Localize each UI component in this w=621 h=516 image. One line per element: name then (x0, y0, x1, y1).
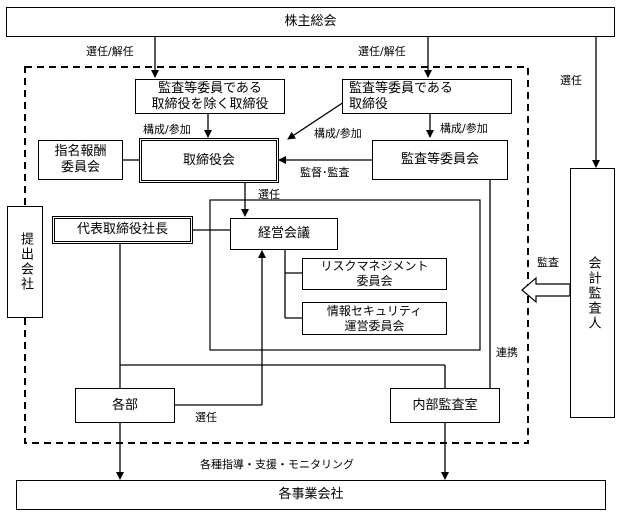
compose-right-label: 構成/参加 (440, 122, 488, 135)
elect-board-label: 選任 (258, 188, 280, 201)
directors-committee-line2: 取締役 (349, 96, 389, 112)
shareholders-meeting-box: 株主総会 (6, 7, 615, 37)
shareholders-label: 株主総会 (284, 14, 337, 29)
disclosure-company-box: 提出会社 (7, 206, 43, 318)
compose-left-label: 構成/参加 (143, 123, 191, 136)
internal-audit-box: 内部監査室 (390, 388, 500, 423)
internal-audit-label: 内部監査室 (412, 397, 478, 413)
accounting-auditor-label: 会計監査人 (585, 255, 601, 331)
elect-auditor-label: 選任 (560, 74, 582, 87)
elect-departments-label: 選任 (195, 411, 217, 424)
accounting-auditor-box: 会計監査人 (570, 168, 615, 418)
audit-hollow-arrow (521, 276, 571, 304)
departments-box: 各部 (75, 388, 175, 423)
group-companies-label: 各事業会社 (278, 487, 344, 502)
elect-dismiss-left-label: 選任/解任 (86, 45, 134, 58)
cooperation-label: 連携 (496, 346, 518, 359)
company-boundary (24, 66, 529, 444)
infosec-committee-line2: 運営委員会 (344, 318, 405, 333)
audit-committee-label: 監査等委員会 (400, 152, 479, 167)
supervise-audit-label: 監督･監査 (300, 166, 350, 179)
nomination-committee-box: 指名報酬 委員会 (38, 140, 123, 180)
nomination-committee-line1: 指名報酬 (54, 144, 107, 159)
risk-management-committee-box: リスクマネジメント 委員会 (302, 258, 447, 290)
board-label: 取締役会 (182, 152, 235, 168)
risk-committee-line1: リスクマネジメント (320, 259, 429, 273)
management-meeting-label: 経営会議 (257, 226, 310, 241)
departments-label: 各部 (111, 397, 138, 413)
president-box: 代表取締役社長 (52, 216, 193, 244)
audit-committee-box: 監査等委員会 (372, 140, 508, 180)
president-label: 代表取締役社長 (76, 222, 168, 237)
elect-dismiss-right-label: 選任/解任 (358, 45, 406, 58)
compose-mid-label: 構成/参加 (314, 127, 362, 140)
directors-committee-box: 監査等委員である 取締役 (342, 79, 512, 114)
infosec-committee-line1: 情報セキュリティ (326, 303, 423, 318)
directors-non-committee-line2: 取締役を除く取締役 (151, 96, 269, 112)
directors-non-committee-line1: 監査等委員である (158, 80, 262, 96)
directors-committee-line1: 監査等委員である (349, 80, 453, 96)
directors-non-committee-box: 監査等委員である 取締役を除く取締役 (135, 79, 285, 114)
nomination-committee-line2: 委員会 (60, 160, 100, 175)
group-companies-box: 各事業会社 (16, 480, 606, 510)
guidance-label: 各種指導・支援・モニタリング (200, 458, 354, 471)
management-meeting-box: 経営会議 (230, 218, 338, 250)
audit-label: 監査 (537, 256, 559, 269)
infosec-committee-box: 情報セキュリティ 運営委員会 (302, 302, 447, 335)
board-of-directors-box: 取締役会 (139, 138, 279, 183)
risk-committee-line2: 委員会 (356, 274, 393, 288)
disclosure-company-label: 提出会社 (18, 232, 33, 292)
